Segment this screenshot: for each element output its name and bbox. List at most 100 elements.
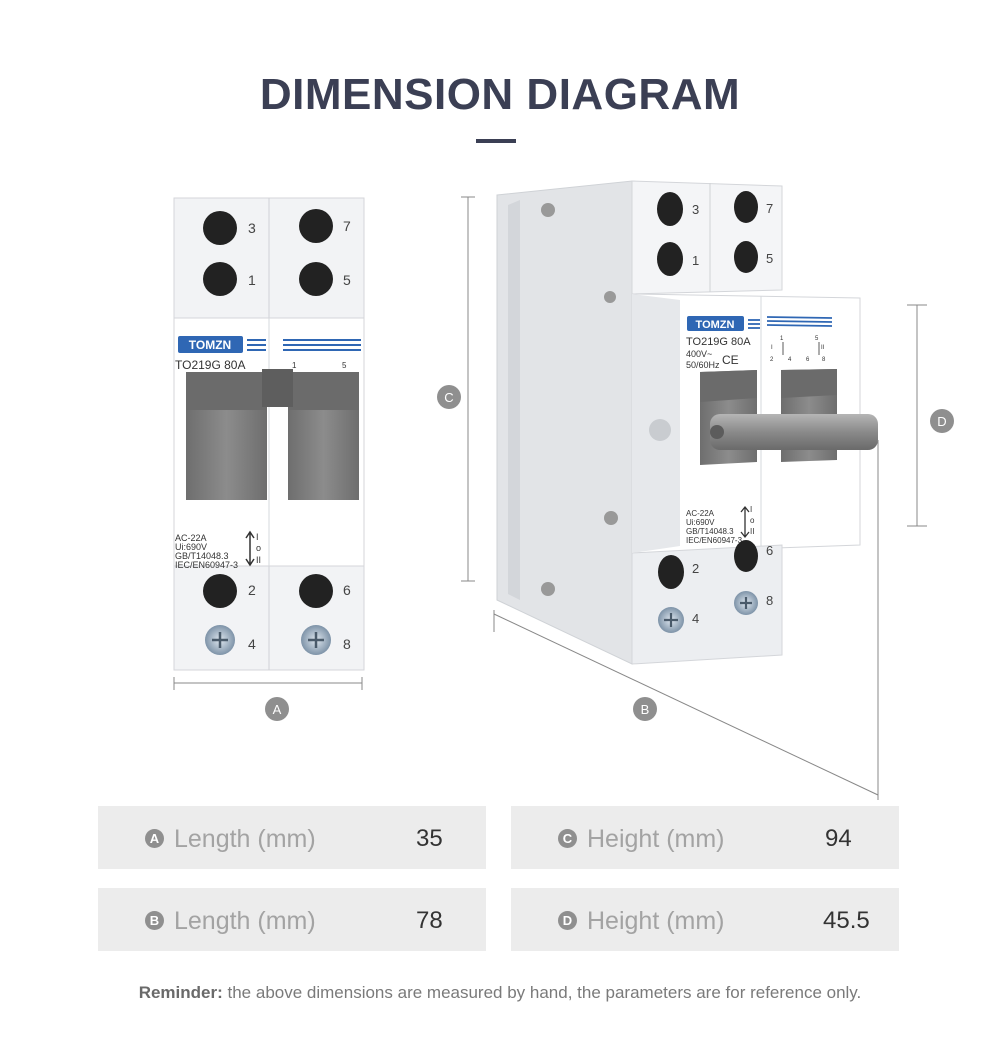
terminal-label: 7 <box>766 201 773 216</box>
terminal-hole <box>203 574 237 608</box>
dimension-c-badge <box>437 385 461 409</box>
terminal-hole <box>658 555 684 589</box>
svg-text:8: 8 <box>822 357 826 363</box>
dimension-d: D <box>907 304 954 527</box>
svg-text:5: 5 <box>815 336 819 342</box>
position-mark: II <box>256 555 261 565</box>
spec-text: Ui:690V <box>686 518 715 527</box>
spec-value: 45.5 <box>823 907 870 934</box>
side-rivet <box>541 582 555 596</box>
dimension-b: B <box>493 440 879 800</box>
terminal-hole <box>299 574 333 608</box>
brand-plate <box>687 316 744 331</box>
spec-text: AC-22A <box>686 509 715 518</box>
position-mark: II <box>750 527 754 536</box>
spec-height-c: C Height (mm) 94 <box>511 806 899 869</box>
svg-text:I: I <box>771 345 773 351</box>
side-rivet <box>604 511 618 525</box>
position-arrow-icon <box>740 505 750 539</box>
spec-text: IEC/EN60947-3 <box>686 536 743 545</box>
terminal-label: 6 <box>343 582 351 598</box>
dimension-a-label: A <box>273 702 282 717</box>
dimension-b-label: B <box>641 702 650 717</box>
svg-text:1: 1 <box>780 336 784 342</box>
terminal-label: 1 <box>248 272 256 288</box>
ce-mark-icon: CE <box>722 353 739 367</box>
brand-logo-text: TOMZN <box>189 338 231 352</box>
brand-stripes <box>748 316 833 329</box>
spec-badge-d: D <box>558 911 577 930</box>
spec-value: 78 <box>416 907 443 934</box>
terminal-label: 7 <box>343 218 351 234</box>
spec-label: Height (mm) <box>587 825 725 853</box>
spec-badge-a: A <box>145 829 164 848</box>
terminal-label: 8 <box>343 636 351 652</box>
spec-label: Length (mm) <box>174 907 316 935</box>
position-mark: I <box>750 505 752 514</box>
spec-height-d: D Height (mm) 45.5 <box>511 888 899 951</box>
svg-text:II: II <box>821 345 825 351</box>
spec-value: 94 <box>825 825 852 852</box>
terminal-label: 3 <box>248 220 256 236</box>
terminal-hole <box>734 191 758 223</box>
terminal-hole <box>657 242 683 276</box>
rating-text: 400V~ <box>686 349 712 359</box>
terminal-hole <box>203 211 237 245</box>
contact-mark: 5 <box>342 361 347 370</box>
reminder-note: Reminder: the above dimensions are measu… <box>0 983 1000 1003</box>
terminal-hole <box>657 192 683 226</box>
terminal-label: 1 <box>692 253 699 268</box>
svg-text:6: 6 <box>806 357 810 363</box>
side-device: 3 1 7 5 TOMZN TO219G 80A 400V~ 50/60Hz C… <box>496 180 878 665</box>
spec-text: GB/T14048.3 <box>686 527 734 536</box>
model-label: TO219G 80A <box>175 358 246 372</box>
terminal-label: 5 <box>766 251 773 266</box>
dimension-c: C <box>437 196 475 582</box>
position-mark: o <box>256 543 261 553</box>
terminal-label: 3 <box>692 202 699 217</box>
position-mark: I <box>256 532 259 542</box>
dimension-a: A <box>173 677 363 721</box>
dimension-b-badge <box>633 697 657 721</box>
reminder-text: the above dimensions are measured by han… <box>222 983 862 1002</box>
brand-stripes <box>247 339 361 351</box>
reminder-label: Reminder: <box>138 983 223 1002</box>
spec-text: IEC/EN60947-3 <box>175 560 238 570</box>
title-underline <box>476 139 516 143</box>
spec-value: 35 <box>416 825 443 852</box>
dimension-d-badge <box>930 409 954 433</box>
terminal-hole <box>299 262 333 296</box>
terminal-label: 4 <box>692 611 699 626</box>
terminal-hole <box>203 262 237 296</box>
dimension-a-badge <box>265 697 289 721</box>
spec-label: Height (mm) <box>587 907 725 935</box>
contact-schematic: I 1 5 II 2 4 6 8 <box>770 336 826 363</box>
terminal-hole <box>734 241 758 273</box>
terminal-label: 8 <box>766 593 773 608</box>
spec-label: Length (mm) <box>174 825 316 853</box>
terminal-hole <box>299 209 333 243</box>
side-rivet <box>541 203 555 217</box>
terminal-label: 6 <box>766 543 773 558</box>
terminal-label: 5 <box>343 272 351 288</box>
spec-badge-c: C <box>558 829 577 848</box>
front-device: 3 1 7 5 TOMZN TO219G 80A 1 5 AC-22A Ui:6… <box>173 197 365 671</box>
svg-text:2: 2 <box>770 357 774 363</box>
rating-text: 50/60Hz <box>686 360 720 370</box>
dimension-illustration: 3 1 7 5 TOMZN TO219G 80A 1 5 AC-22A Ui:6… <box>173 180 954 800</box>
position-arrow-icon <box>245 530 255 567</box>
contact-mark: 1 <box>292 361 297 370</box>
dimension-d-label: D <box>937 414 946 429</box>
svg-text:4: 4 <box>788 357 792 363</box>
model-label: TO219G 80A <box>686 336 751 348</box>
terminal-hole <box>734 540 758 572</box>
side-rivet <box>604 291 616 303</box>
brand-logo-text: TOMZN <box>696 319 735 331</box>
brand-plate <box>178 336 243 353</box>
spec-badge-b: B <box>145 911 164 930</box>
position-mark: o <box>750 516 755 525</box>
spec-text: GB/T14048.3 <box>175 551 229 561</box>
side-screw <box>649 419 671 441</box>
terminal-label: 2 <box>692 561 699 576</box>
spec-length-b: B Length (mm) 78 <box>98 888 486 951</box>
